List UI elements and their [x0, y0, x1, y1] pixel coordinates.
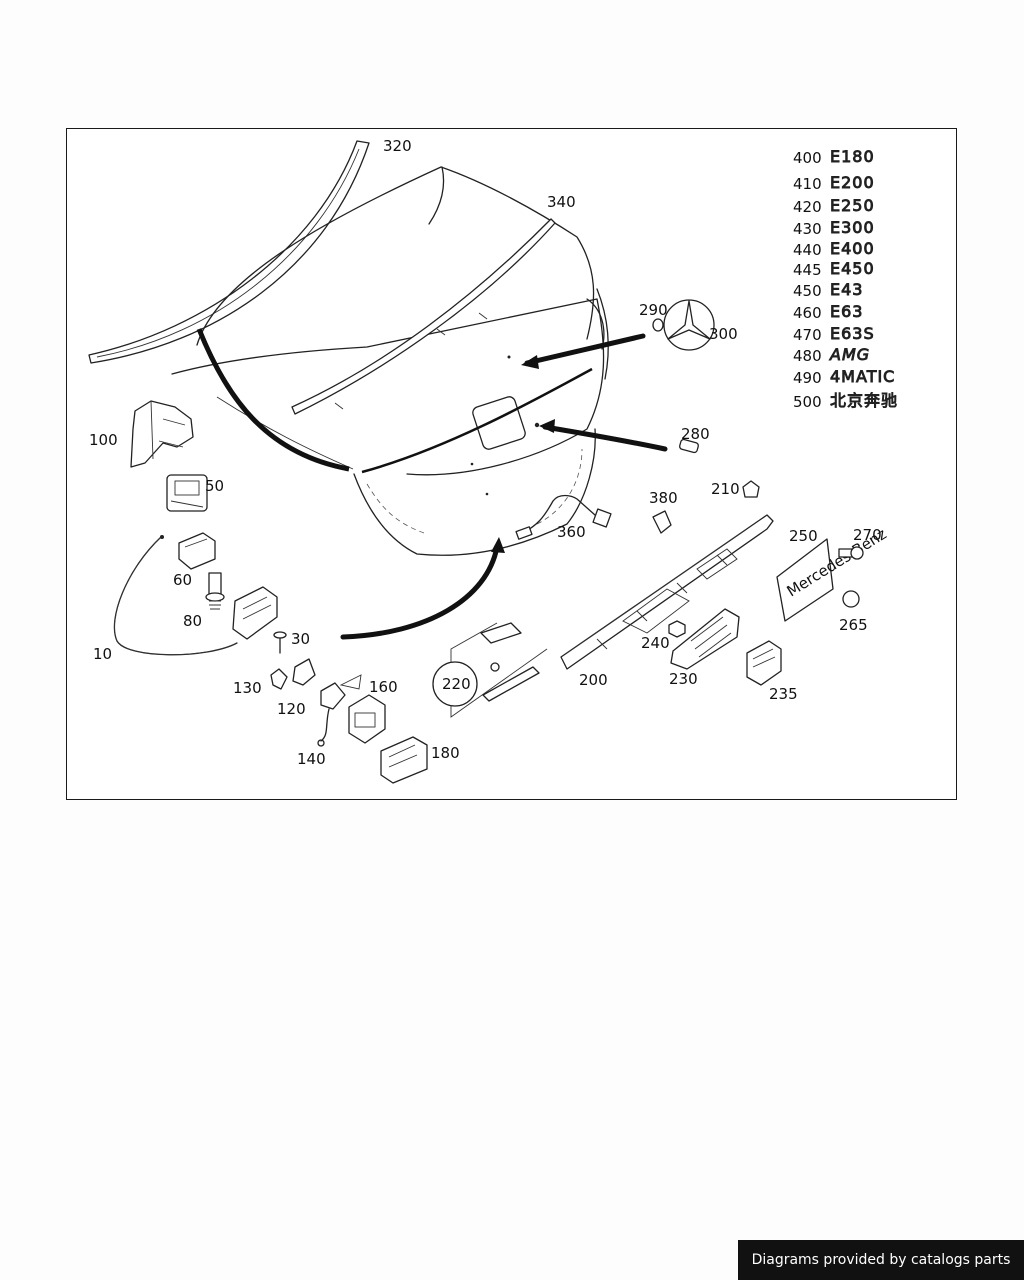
part-210-push-nut-drawing[interactable] [742, 480, 760, 498]
part-230-handle-housing-drawing[interactable] [670, 608, 740, 670]
badge-emblem-500: 北京奔驰 [830, 391, 898, 410]
part-80-bumper-stop-drawing[interactable] [205, 572, 225, 610]
part-180-switch-drawing[interactable] [380, 736, 428, 784]
callout-290[interactable]: 290 [639, 301, 668, 319]
exploded-view-drawing: Mercedes-Benz 320 340 290 300 280 100 50… [88, 137, 898, 784]
callout-320[interactable]: 320 [383, 137, 412, 155]
callout-265[interactable]: 265 [839, 616, 868, 634]
badge-emblem-480: AMG [829, 345, 870, 364]
part-160-handle-module-drawing[interactable] [339, 674, 386, 744]
part-30-screw-drawing[interactable] [273, 631, 287, 654]
arrow-emblem-to-lid [521, 333, 646, 369]
part-120-cover-drawing[interactable] [292, 658, 316, 686]
callout-120[interactable]: 120 [277, 700, 306, 718]
callout-250[interactable]: 250 [789, 527, 818, 545]
parts-diagram: Mercedes-Benz 320 340 290 300 280 100 50… [66, 128, 957, 800]
badge-emblem-400: E180 [830, 147, 875, 166]
badge-number-480[interactable]: 480 [793, 347, 822, 365]
callout-235[interactable]: 235 [769, 685, 798, 703]
part-50-actuator-drawing[interactable] [166, 474, 208, 512]
badge-number-410[interactable]: 410 [793, 175, 822, 193]
callout-30[interactable]: 30 [291, 630, 310, 648]
badge-number-420[interactable]: 420 [793, 198, 822, 216]
callout-230[interactable]: 230 [669, 670, 698, 688]
badge-number-440[interactable]: 440 [793, 241, 822, 259]
callout-130[interactable]: 130 [233, 679, 262, 697]
badge-number-470[interactable]: 470 [793, 326, 822, 344]
callout-180[interactable]: 180 [431, 744, 460, 762]
callout-300[interactable]: 300 [709, 325, 738, 343]
callout-160[interactable]: 160 [369, 678, 398, 696]
callout-210[interactable]: 210 [711, 480, 740, 498]
badge-emblem-420: E250 [830, 196, 875, 215]
part-100-bracket-drawing[interactable] [130, 400, 194, 468]
part-240-nut-drawing[interactable] [668, 620, 686, 638]
part-235-button-drawing[interactable] [746, 640, 782, 686]
badge-emblem-470: E63S [830, 324, 875, 343]
callout-100[interactable]: 100 [89, 431, 118, 449]
part-220-detail-drawing[interactable] [432, 622, 548, 718]
badge-number-445[interactable]: 445 [793, 261, 822, 279]
badge-number-400[interactable]: 400 [793, 149, 822, 167]
callout-360[interactable]: 360 [557, 523, 586, 541]
badge-number-450[interactable]: 450 [793, 282, 822, 300]
part-265-cap-drawing[interactable] [842, 590, 860, 608]
arrow-280-to-lid [539, 419, 668, 452]
badge-number-490[interactable]: 490 [793, 369, 822, 387]
credit-banner: Diagrams provided by catalogs parts [738, 1240, 1024, 1280]
badge-emblem-440: E400 [830, 239, 875, 258]
part-290-grommet-drawing[interactable] [652, 318, 664, 332]
badge-emblem-460: E63 [830, 302, 863, 321]
callout-140[interactable]: 140 [297, 750, 326, 768]
callout-280[interactable]: 280 [681, 425, 710, 443]
callout-80[interactable]: 80 [183, 612, 202, 630]
callout-200[interactable]: 200 [579, 671, 608, 689]
part-270-screw-drawing[interactable] [838, 546, 864, 560]
badge-emblem-430: E300 [830, 218, 875, 237]
part-140-sensor-drawing[interactable] [317, 682, 346, 747]
part-lock-assembly-drawing[interactable] [232, 586, 278, 640]
callout-60[interactable]: 60 [173, 571, 192, 589]
badge-emblem-410: E200 [830, 173, 875, 192]
part-200-trim-strip-drawing[interactable] [560, 514, 774, 670]
part-320-spoiler-drawing[interactable] [88, 140, 370, 364]
callout-240[interactable]: 240 [641, 634, 670, 652]
badge-emblem-490: 4MATIC [830, 367, 895, 386]
part-300-star-emblem-drawing[interactable] [663, 299, 715, 351]
badge-number-460[interactable]: 460 [793, 304, 822, 322]
callout-270[interactable]: 270 [853, 526, 882, 544]
part-340-lip-spoiler-drawing[interactable] [291, 218, 556, 415]
callout-10[interactable]: 10 [93, 645, 112, 663]
part-360-harness-drawing[interactable] [515, 494, 612, 540]
part-130-clip-drawing[interactable] [270, 668, 288, 690]
lid-trim-strip [361, 367, 593, 474]
badge-emblem-445: E450 [830, 259, 875, 278]
part-10-cable-drawing[interactable] [113, 535, 238, 656]
arrow-handle-to-lid [340, 537, 505, 640]
badge-emblem-450: E43 [830, 280, 863, 299]
callout-380[interactable]: 380 [649, 489, 678, 507]
callout-340[interactable]: 340 [547, 193, 576, 211]
spoiler-trim-strip [196, 328, 350, 472]
part-280-bolt-drawing[interactable] [679, 438, 699, 454]
part-60-latch-drawing[interactable] [178, 532, 216, 570]
part-380-clip-drawing[interactable] [652, 510, 672, 534]
callout-50[interactable]: 50 [205, 477, 224, 495]
badge-number-500[interactable]: 500 [793, 393, 822, 411]
badge-number-430[interactable]: 430 [793, 220, 822, 238]
callout-220[interactable]: 220 [442, 675, 471, 693]
